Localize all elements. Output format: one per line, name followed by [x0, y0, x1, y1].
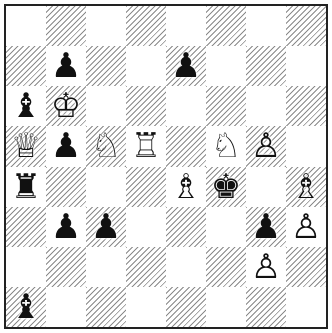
square-b5: ♟ [46, 126, 86, 166]
square-e1 [166, 287, 206, 327]
square-f5: ♘ [206, 126, 246, 166]
square-h8 [286, 6, 326, 46]
square-b4 [46, 167, 86, 207]
square-f7 [206, 46, 246, 86]
square-g6 [246, 86, 286, 126]
square-a8 [6, 6, 46, 46]
white-rook-icon: ♖ [131, 129, 161, 163]
black-pawn-icon: ♟ [51, 210, 81, 244]
square-f1 [206, 287, 246, 327]
black-bishop-icon: ♝ [11, 89, 41, 123]
white-queen-icon: ♕ [11, 129, 41, 163]
black-pawn-icon: ♟ [251, 210, 281, 244]
black-king-icon: ♚ [211, 170, 241, 204]
square-h7 [286, 46, 326, 86]
square-d5: ♖ [126, 126, 166, 166]
square-c6 [86, 86, 126, 126]
square-c4 [86, 167, 126, 207]
square-c1 [86, 287, 126, 327]
chessboard: ♟ ♟ ♝ ♔ ♕ ♟ ♘ ♖ ♘ ♙ ♜ ♗ ♚ ♗ ♟ ♟ ♟ ♙ ♙ ♝ [4, 4, 328, 329]
square-a7 [6, 46, 46, 86]
white-bishop-icon: ♗ [171, 170, 201, 204]
square-g7 [246, 46, 286, 86]
square-f8 [206, 6, 246, 46]
square-e6 [166, 86, 206, 126]
square-g3: ♟ [246, 207, 286, 247]
black-pawn-icon: ♟ [51, 49, 81, 83]
square-h2 [286, 247, 326, 287]
square-f2 [206, 247, 246, 287]
white-pawn-icon: ♙ [291, 210, 321, 244]
black-pawn-icon: ♟ [91, 210, 121, 244]
square-f4: ♚ [206, 167, 246, 207]
square-f6 [206, 86, 246, 126]
white-bishop-icon: ♗ [291, 170, 321, 204]
square-d4 [126, 167, 166, 207]
square-b2 [46, 247, 86, 287]
square-d1 [126, 287, 166, 327]
square-h6 [286, 86, 326, 126]
square-e2 [166, 247, 206, 287]
square-g1 [246, 287, 286, 327]
black-pawn-icon: ♟ [171, 49, 201, 83]
square-c8 [86, 6, 126, 46]
square-h3: ♙ [286, 207, 326, 247]
square-b1 [46, 287, 86, 327]
square-b7: ♟ [46, 46, 86, 86]
square-c3: ♟ [86, 207, 126, 247]
square-g8 [246, 6, 286, 46]
square-h1 [286, 287, 326, 327]
square-a5: ♕ [6, 126, 46, 166]
square-d2 [126, 247, 166, 287]
square-f3 [206, 207, 246, 247]
square-c7 [86, 46, 126, 86]
square-d8 [126, 6, 166, 46]
black-pawn-icon: ♟ [51, 129, 81, 163]
square-a4: ♜ [6, 167, 46, 207]
square-g2: ♙ [246, 247, 286, 287]
white-knight-icon: ♘ [91, 129, 121, 163]
square-d3 [126, 207, 166, 247]
white-pawn-icon: ♙ [251, 250, 281, 284]
square-a6: ♝ [6, 86, 46, 126]
square-e4: ♗ [166, 167, 206, 207]
square-a3 [6, 207, 46, 247]
square-g5: ♙ [246, 126, 286, 166]
square-h4: ♗ [286, 167, 326, 207]
square-e3 [166, 207, 206, 247]
white-king-icon: ♔ [51, 89, 81, 123]
black-rook-icon: ♜ [11, 170, 41, 204]
black-bishop-icon: ♝ [11, 290, 41, 324]
square-e5 [166, 126, 206, 166]
square-a1: ♝ [6, 287, 46, 327]
square-a2 [6, 247, 46, 287]
square-d6 [126, 86, 166, 126]
square-e7: ♟ [166, 46, 206, 86]
white-knight-icon: ♘ [211, 129, 241, 163]
white-pawn-icon: ♙ [251, 129, 281, 163]
square-b3: ♟ [46, 207, 86, 247]
square-e8 [166, 6, 206, 46]
square-b8 [46, 6, 86, 46]
square-d7 [126, 46, 166, 86]
square-c2 [86, 247, 126, 287]
square-g4 [246, 167, 286, 207]
square-b6: ♔ [46, 86, 86, 126]
square-h5 [286, 126, 326, 166]
square-c5: ♘ [86, 126, 126, 166]
